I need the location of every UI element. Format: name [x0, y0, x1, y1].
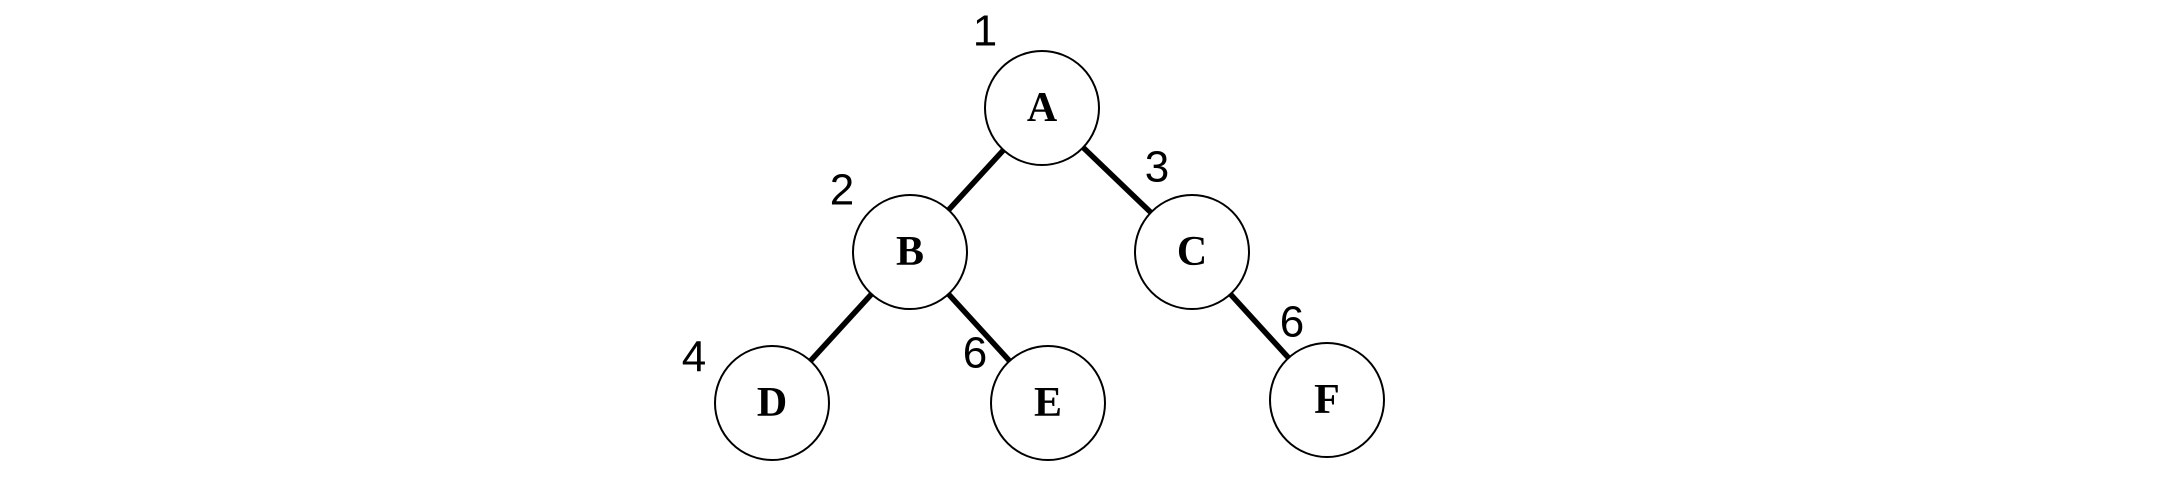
node-label-B: B: [896, 229, 924, 275]
node-label-E: E: [1034, 380, 1062, 426]
node-label-C: C: [1177, 229, 1207, 275]
tree-node-B: B2: [830, 166, 968, 310]
node-label-A: A: [1027, 85, 1058, 131]
tree-node-D: D4: [682, 333, 830, 461]
node-annotation-A: 1: [973, 7, 997, 56]
node-annotation-D: 4: [682, 333, 706, 382]
node-annotation-E: 6: [963, 329, 987, 378]
node-circle-C: [1134, 194, 1250, 310]
tree-node-F: F6: [1269, 298, 1385, 458]
node-circle-E: [990, 345, 1106, 461]
node-circle-B: [852, 194, 968, 310]
tree-node-E: E6: [963, 329, 1106, 461]
node-label-F: F: [1314, 377, 1340, 423]
node-label-D: D: [757, 380, 787, 426]
tree-node-C: C3: [1134, 143, 1250, 310]
node-annotation-C: 3: [1145, 143, 1169, 192]
node-annotation-B: 2: [830, 166, 854, 215]
tree-node-A: A1: [973, 7, 1100, 166]
node-circle-A: [984, 50, 1100, 166]
node-circle-F: [1269, 342, 1385, 458]
node-annotation-F: 6: [1280, 298, 1304, 347]
node-circle-D: [714, 345, 830, 461]
